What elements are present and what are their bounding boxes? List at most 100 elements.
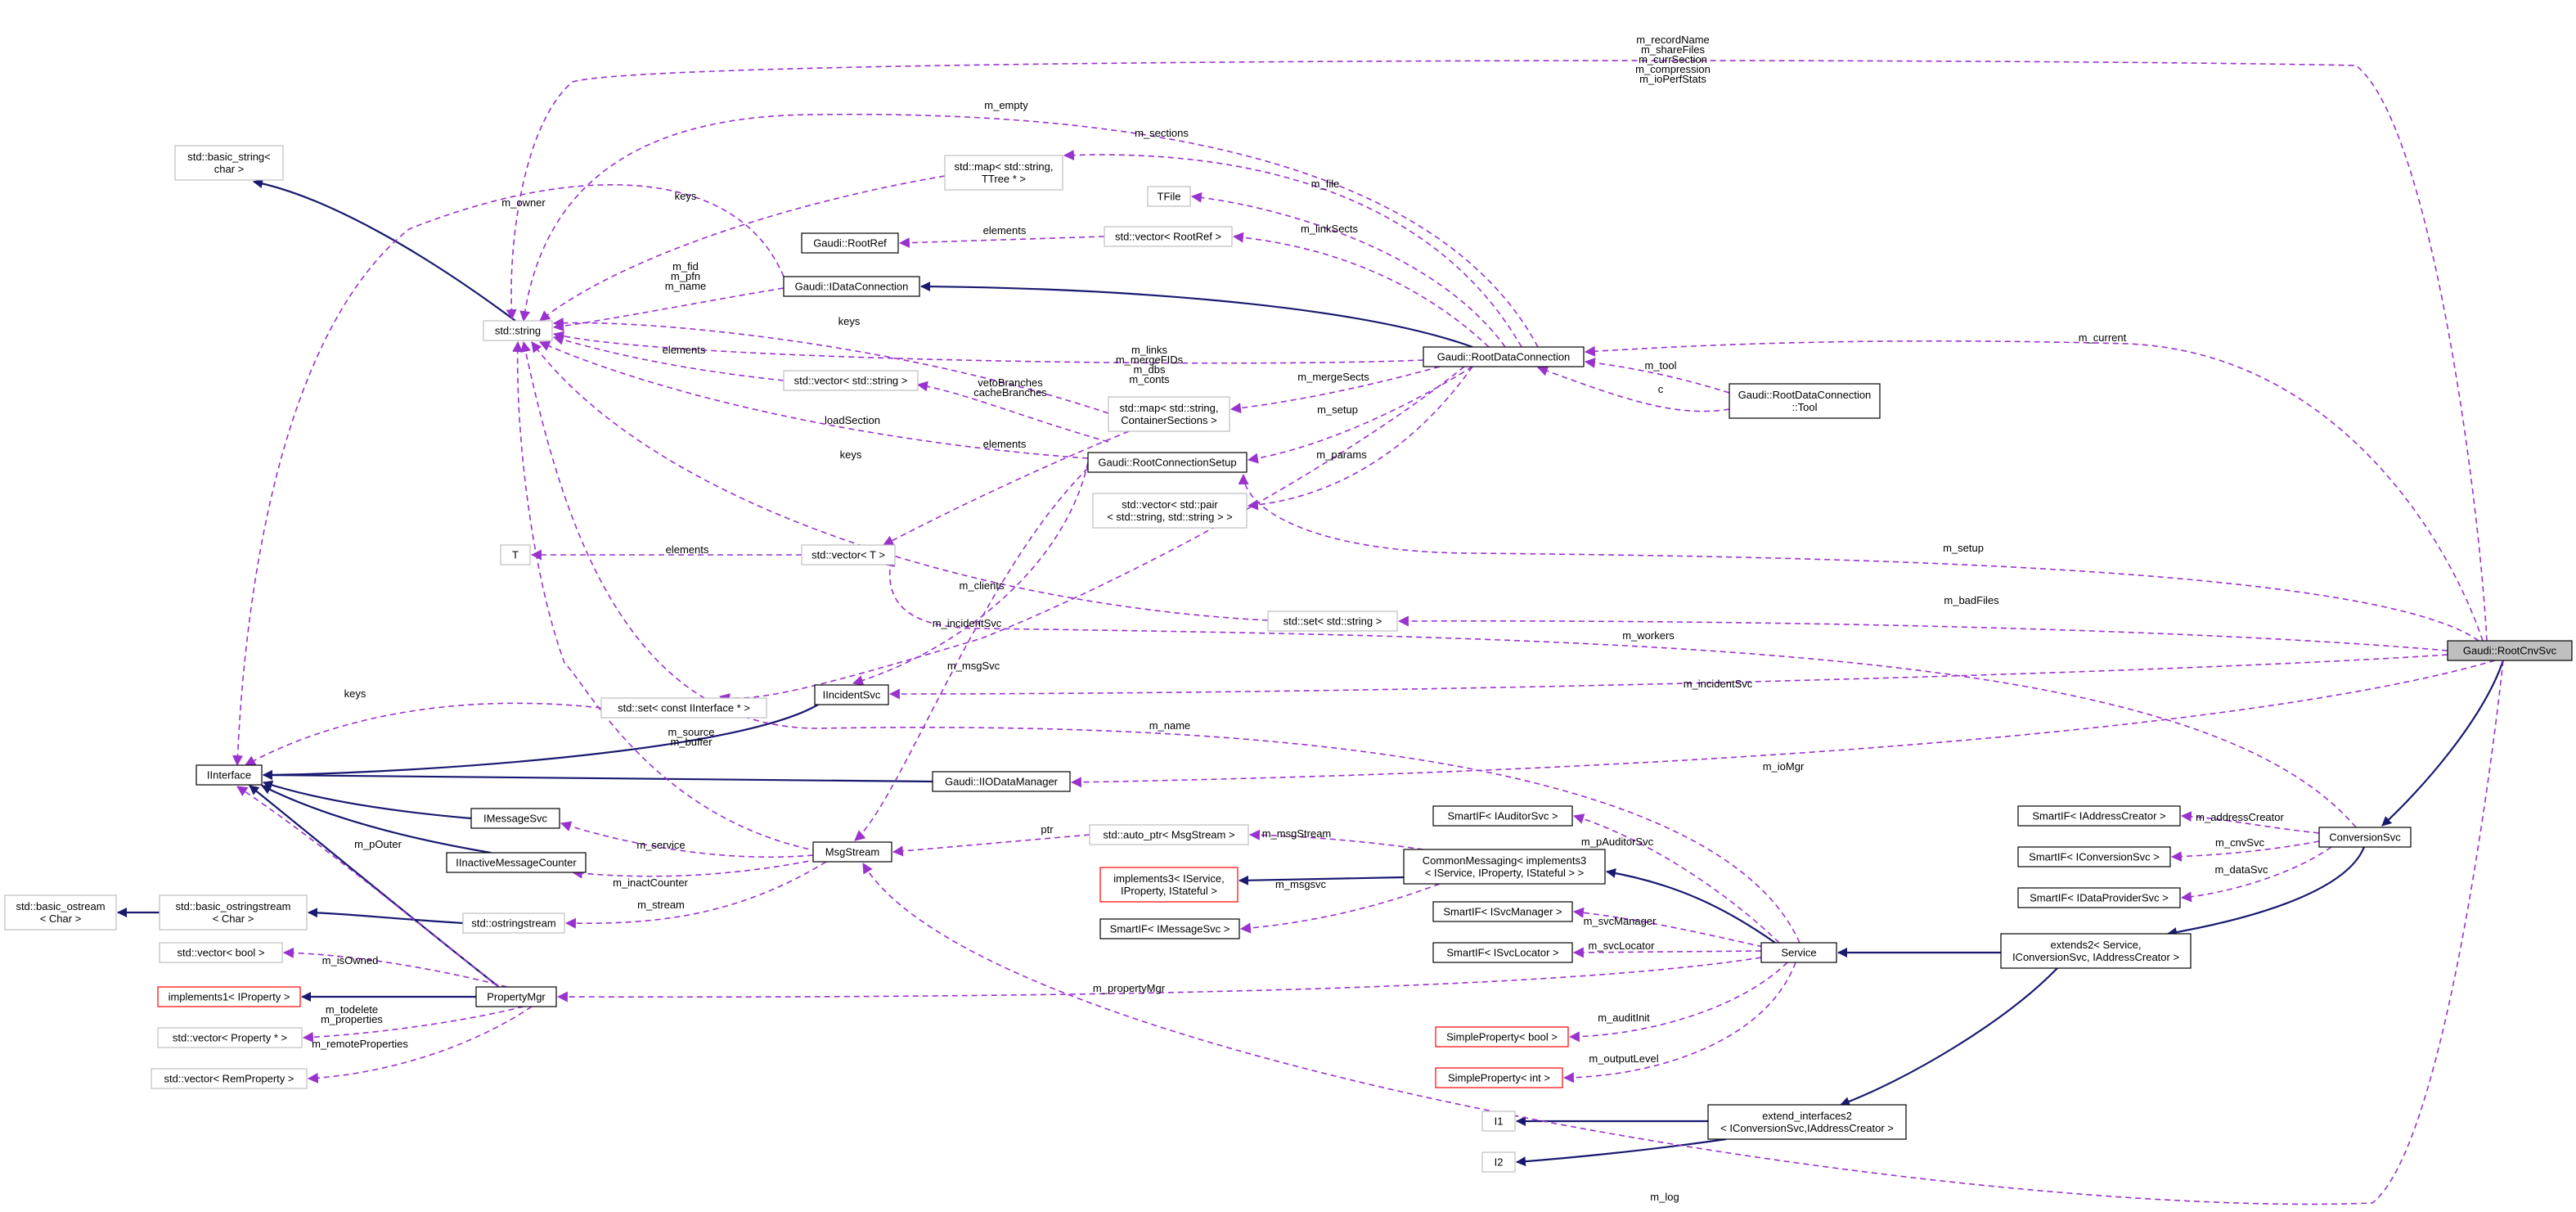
class-node-vec-rootref[interactable]: std::vector< RootRef > [1104, 226, 1233, 247]
class-node-set-string[interactable]: std::set< std::string > [1267, 611, 1398, 632]
class-name-text: std::map< std::string, [954, 160, 1053, 173]
class-node-basic-string[interactable]: std::basic_string<char > [174, 145, 284, 181]
class-node-service[interactable]: Service [1760, 942, 1837, 963]
class-box [500, 544, 531, 565]
edge-params [1247, 366, 1473, 511]
class-node-set-iinterface[interactable]: std::set< const IInterface * > [600, 697, 767, 719]
class-node-commonmsg[interactable]: CommonMessaging< implements3< IService, … [1403, 849, 1606, 885]
edge-label: m_file [1311, 178, 1340, 190]
edge-keys-setstr [531, 341, 1269, 621]
edge-label: m_badFiles [1944, 594, 1999, 606]
edge-label: m_current [2079, 331, 2127, 344]
class-box [174, 145, 284, 181]
class-node-vec-bool[interactable]: std::vector< bool > [159, 942, 283, 963]
class-node-sif-msgsvc[interactable]: SmartIF< IMessageSvc > [1099, 918, 1240, 939]
class-box [1432, 901, 1573, 922]
edge-c [1536, 366, 1730, 412]
class-name-text: IInactiveMessageCounter [456, 857, 577, 869]
edge-str-bstr [253, 178, 516, 322]
class-name-text: std::vector< std::string > [794, 375, 908, 387]
class-node-tfile[interactable]: TFile [1147, 186, 1191, 207]
class-node-rootconnsetup[interactable]: Gaudi::RootConnectionSetup [1087, 452, 1248, 473]
class-node-extends2[interactable]: extends2< Service,IConversionSvc, IAddre… [2000, 933, 2192, 969]
class-node-sif-addrcreator[interactable]: SmartIF< IAddressCreator > [2017, 805, 2181, 827]
edge-badfiles [1397, 615, 2448, 651]
edge-outlevel [1562, 962, 1796, 1084]
edge-label: m_setup [1943, 542, 1984, 554]
class-node-sif-auditor[interactable]: SmartIF< IAuditorSvc > [1432, 805, 1573, 827]
class-node-vec-t[interactable]: std::vector< T > [801, 544, 896, 565]
class-node-std-string[interactable]: std::string [483, 320, 553, 341]
class-name-text: < std::string, std::string > > [1107, 511, 1233, 523]
class-name-text: ConversionSvc [2329, 831, 2401, 844]
class-node-sif-dataprov[interactable]: SmartIF< IDataProviderSvc > [2017, 887, 2181, 908]
class-box [1092, 493, 1248, 529]
class-node-basic-ostringstream[interactable]: std::basic_ostringstream< Char > [159, 894, 308, 930]
edge-recname [506, 60, 2488, 642]
class-node-idataconn[interactable]: Gaudi::IDataConnection [783, 276, 920, 297]
class-node-iinterface[interactable]: IInterface [196, 764, 263, 786]
edge-fid [552, 287, 784, 331]
class-node-sp-int[interactable]: SimpleProperty< int > [1435, 1067, 1563, 1088]
edge-impl3-cm [1239, 875, 1405, 885]
class-node-propertymgr[interactable]: PropertyMgr [475, 986, 557, 1007]
class-name-text: I1 [1495, 1115, 1504, 1128]
edge-label: m_remoteProperties [312, 1038, 408, 1050]
class-node-conversionsvc[interactable]: ConversionSvc [2318, 827, 2412, 848]
class-node-map-container[interactable]: std::map< std::string,ContainerSections … [1108, 396, 1230, 432]
class-node-iinactive[interactable]: IInactiveMessageCounter [446, 852, 587, 873]
class-node-autoptr[interactable]: std::auto_ptr< MsgStream > [1089, 824, 1249, 845]
edge-keys-container [552, 318, 1109, 414]
class-box [2000, 933, 2192, 969]
class-node-sif-svcmgr[interactable]: SmartIF< ISvcManager > [1432, 901, 1573, 922]
edge-file [1190, 191, 1506, 348]
class-name-text: < Char > [40, 912, 82, 925]
class-node-rootdataconn[interactable]: Gaudi::RootDataConnection [1423, 346, 1585, 367]
edge-label: m_workers [1622, 629, 1675, 642]
edge-label: m_pAuditorSvc [1581, 836, 1654, 848]
class-node-vec-remprop[interactable]: std::vector< RemProperty > [151, 1068, 308, 1089]
class-node-t[interactable]: T [500, 544, 531, 565]
edge-log [862, 660, 2504, 1205]
class-box [812, 841, 892, 863]
class-node-rootcnvsvc[interactable]: Gaudi::RootCnvSvc [2447, 640, 2573, 661]
class-node-vec-pair[interactable]: std::vector< std::pair< std::string, std… [1092, 493, 1248, 529]
edge-label: m_setup [1317, 403, 1358, 416]
class-node-ostringstream[interactable]: std::ostringstream [462, 912, 565, 934]
class-node-implements3[interactable]: implements3< IService,IProperty, IStatef… [1099, 867, 1239, 903]
class-node-iincidentsvc[interactable]: IIncidentSvc [814, 684, 889, 705]
class-node-iiodatamgr[interactable]: Gaudi::IIODataManager [932, 771, 1071, 792]
class-node-rootdataconn-tool[interactable]: Gaudi::RootDataConnection::Tool [1729, 383, 1881, 419]
class-node-sif-convsvc[interactable]: SmartIF< IConversionSvc > [2017, 846, 2171, 867]
class-name-text: < Char > [213, 912, 254, 925]
class-name-text: IConversionSvc, IAddressCreator > [2012, 951, 2179, 963]
class-name-text: char > [214, 163, 245, 175]
class-box [1481, 1151, 1516, 1173]
edge-inact [571, 858, 819, 879]
class-node-rootref[interactable]: Gaudi::RootRef [801, 232, 899, 254]
class-name-text: SimpleProperty< int > [1448, 1072, 1550, 1084]
class-node-extend-interfaces2[interactable]: extend_interfaces2< IConversionSvc,IAddr… [1707, 1104, 1907, 1140]
class-node-vec-string[interactable]: std::vector< std::string > [783, 370, 919, 391]
class-node-sif-svcloc[interactable]: SmartIF< ISvcLocator > [1432, 942, 1573, 963]
class-box [814, 684, 889, 705]
class-name-text: implements3< IService, [1113, 872, 1224, 885]
class-node-msgstream[interactable]: MsgStream [812, 841, 892, 863]
class-box [783, 370, 919, 391]
class-node-map-ttree[interactable]: std::map< std::string,TTree * > [944, 155, 1063, 191]
class-node-i1[interactable]: I1 [1481, 1111, 1516, 1132]
class-node-basic-ostream[interactable]: std::basic_ostream< Char > [4, 894, 117, 930]
class-node-implements1[interactable]: implements1< IProperty > [157, 986, 301, 1007]
edge-audit [1572, 813, 1780, 944]
class-box [1432, 942, 1573, 963]
edge-incsvc-setup [852, 462, 1089, 686]
class-box [944, 155, 1063, 191]
class-node-vec-prop[interactable]: std::vector< Property * > [157, 1027, 303, 1048]
class-node-imessagesvc[interactable]: IMessageSvc [470, 808, 560, 829]
class-name-text: Gaudi::IIODataManager [945, 776, 1059, 788]
class-node-sp-bool[interactable]: SimpleProperty< bool > [1435, 1026, 1569, 1048]
class-box [801, 544, 896, 565]
edge-remprops [307, 1006, 533, 1084]
edge-stream [564, 861, 827, 929]
class-node-i2[interactable]: I2 [1481, 1151, 1516, 1173]
